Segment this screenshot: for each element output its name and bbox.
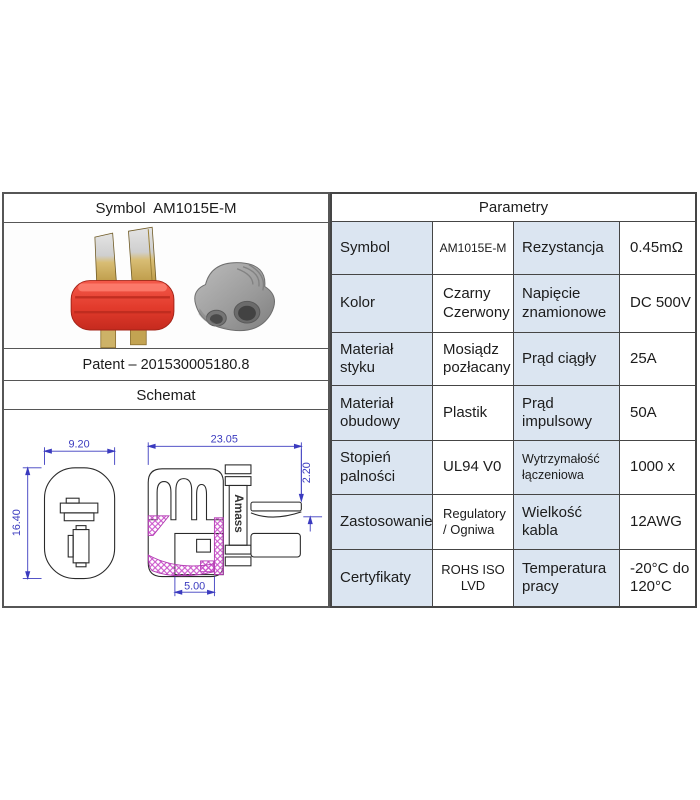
param-label: Wytrzymałość łączeniowa (514, 441, 620, 495)
dim-front-width-label: 9.20 (69, 438, 90, 450)
param-value: 1000 x (620, 441, 695, 495)
param-value: 25A (620, 333, 695, 386)
param-label: Prąd ciągły (514, 333, 620, 386)
schematic-cell: Amass (4, 410, 328, 606)
dimension-lines (22, 442, 323, 597)
dim-blade-thickness-label: 2.20 (301, 462, 313, 483)
dimension-labels: 9.20 16.40 23.05 2.20 5.00 (11, 433, 313, 592)
front-view (43, 467, 116, 580)
param-label: Temperatura pracy (514, 550, 620, 606)
param-label: Prąd impulsowy (514, 386, 620, 441)
param-value: UL94 V0 (433, 441, 514, 495)
product-info-table: Symbol AM1015E-M (2, 192, 330, 608)
param-value: 50A (620, 386, 695, 441)
param-value: Plastik (433, 386, 514, 441)
schemat-header: Schemat (4, 381, 328, 410)
parameters-grid: Symbol AM1015E-M Rezystancja 0.45mΩ Kolo… (332, 222, 695, 606)
param-label: Kolor (332, 275, 433, 333)
dim-pin-width-label: 5.00 (184, 580, 205, 592)
product-photo-cell (4, 223, 328, 349)
param-label: Napięcie znamionowe (514, 275, 620, 333)
parameters-title: Parametry (332, 194, 695, 222)
param-label: Wielkość kabla (514, 495, 620, 550)
param-value: AM1015E-M (433, 222, 514, 275)
dim-side-length-label: 23.05 (211, 433, 238, 445)
param-value: Mosiądz pozłacany (433, 333, 514, 386)
param-value: -20°C do 120°C (620, 550, 695, 606)
param-value: Czarny Czerwony (433, 275, 514, 333)
cap-illustration (194, 261, 275, 331)
mating-flange (224, 464, 302, 567)
patent-row: Patent – 201530005180.8 (4, 349, 328, 381)
parameters-table: Parametry Symbol AM1015E-M Rezystancja 0… (330, 192, 697, 608)
param-label: Rezystancja (514, 222, 620, 275)
param-value: 12AWG (620, 495, 695, 550)
param-value: DC 500V (620, 275, 695, 333)
param-value: Regulatory / Ogniwa (433, 495, 514, 550)
connector-photo (70, 226, 275, 348)
red-connector-illustration (70, 226, 175, 348)
dim-front-height-label: 16.40 (11, 509, 23, 536)
param-label: Materiał obudowy (332, 386, 433, 441)
param-label: Certyfikaty (332, 550, 433, 606)
param-label: Symbol (332, 222, 433, 275)
param-value: 0.45mΩ (620, 222, 695, 275)
brand-text: Amass (232, 494, 246, 533)
hatched-sections (147, 515, 224, 577)
param-label: Materiał styku (332, 333, 433, 386)
schematic-drawing: Amass (11, 433, 323, 597)
param-value: ROHS ISO LVD (433, 550, 514, 606)
param-label: Zastosowanie (332, 495, 433, 550)
symbol-header: Symbol AM1015E-M (4, 194, 328, 223)
param-label: Stopień palności (332, 441, 433, 495)
